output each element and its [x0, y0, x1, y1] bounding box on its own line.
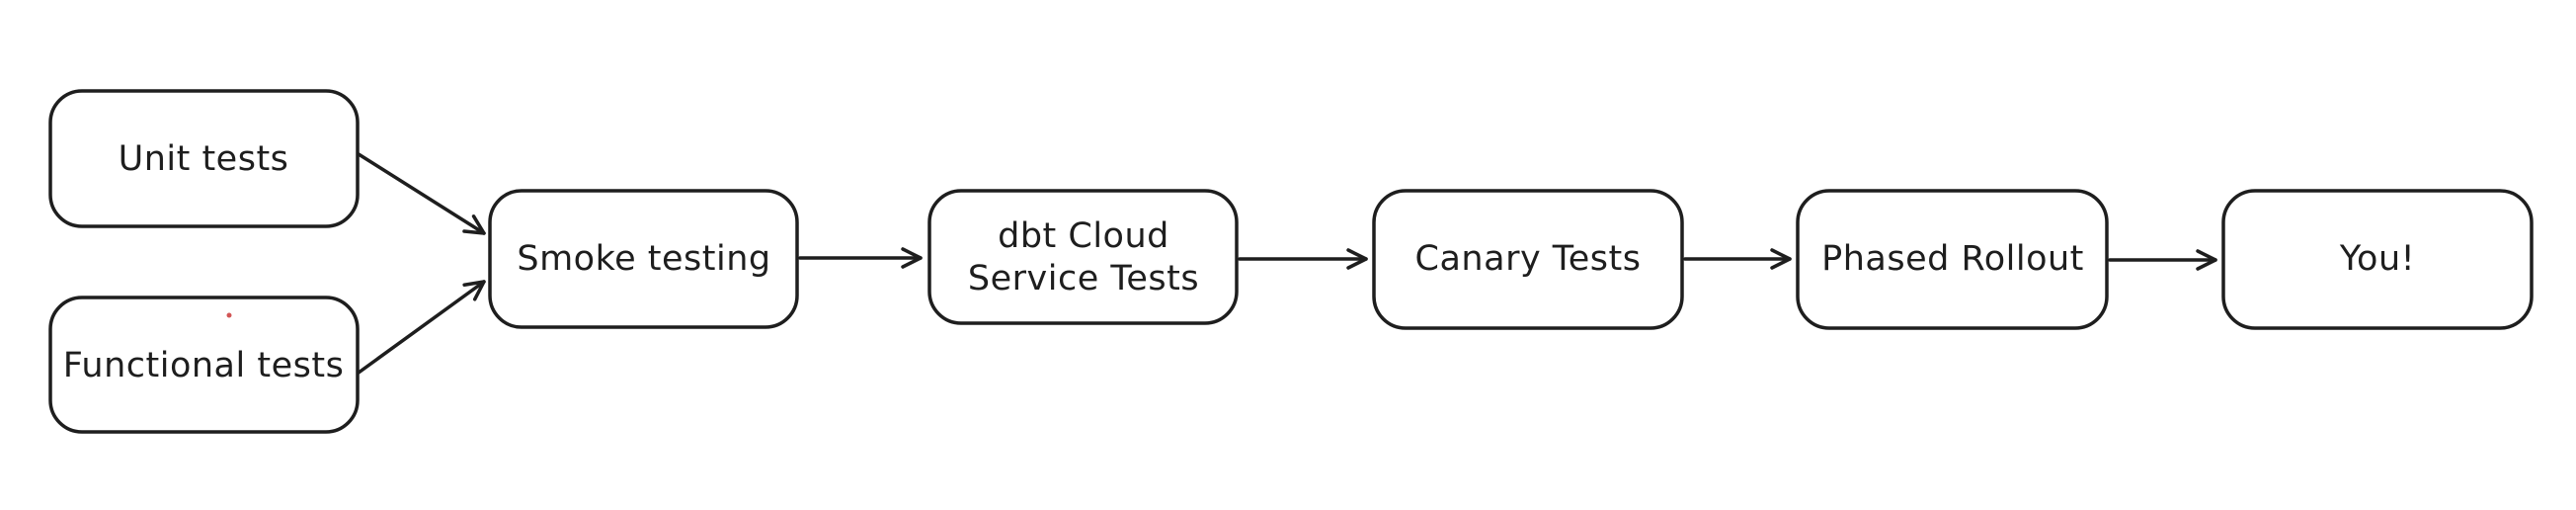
node-unit-tests-box [48, 89, 360, 228]
node-smoke-testing-box [488, 189, 799, 329]
node-dbt-cloud-service-tests-label-line2: Service Tests [968, 259, 1199, 298]
node-phased-rollout-label: Phased Rollout [1821, 239, 2084, 279]
node-you-label: You! [2339, 239, 2415, 279]
node-smoke-testing: Smoke testing [488, 189, 799, 329]
node-dbt-cloud-service-tests-label-line1: dbt Cloud [998, 216, 1169, 256]
node-smoke-testing-label: Smoke testing [517, 239, 770, 279]
node-dbt-cloud-service-tests-box [927, 189, 1239, 325]
node-canary-tests-label: Canary Tests [1415, 239, 1642, 279]
node-canary-tests: Canary Tests [1372, 189, 1684, 330]
red-dot-artifact [226, 312, 232, 318]
node-unit-tests: Unit tests [48, 89, 360, 228]
node-functional-tests-box [48, 296, 360, 434]
node-functional-tests: Functional tests [48, 296, 360, 434]
node-phased-rollout-box [1796, 189, 2109, 330]
edges [357, 152, 2217, 375]
arrow-unit-tests-to-smoke-testing [357, 152, 486, 235]
node-you: You! [2221, 189, 2534, 330]
node-unit-tests-label: Unit tests [119, 139, 289, 179]
node-phased-rollout: Phased Rollout [1796, 189, 2109, 330]
node-you-box [2221, 189, 2534, 330]
node-dbt-cloud-service-tests: dbt Cloud Service Tests [927, 189, 1239, 325]
arrow-functional-tests-to-smoke-testing [357, 280, 486, 375]
node-canary-tests-box [1372, 189, 1684, 330]
node-functional-tests-label: Functional tests [63, 346, 345, 385]
